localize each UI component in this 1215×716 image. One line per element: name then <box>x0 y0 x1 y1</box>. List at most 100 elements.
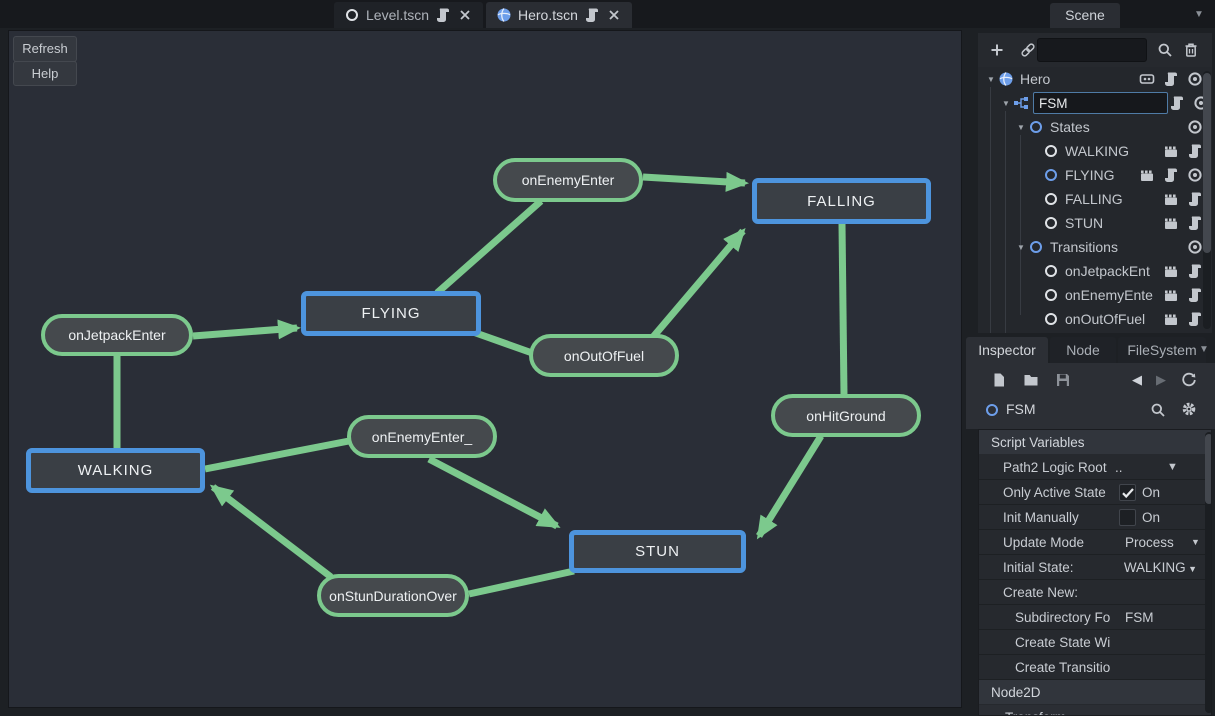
inspector-section-node2d[interactable]: Node2D <box>979 680 1211 705</box>
rename-input[interactable]: FSM <box>1033 92 1168 114</box>
clapper-icon[interactable] <box>1138 167 1155 183</box>
property-value[interactable]: Process <box>1125 534 1174 550</box>
script-icon[interactable] <box>1162 167 1179 183</box>
inspector-tools-gear-icon[interactable] <box>1180 401 1198 417</box>
tree-row-stun[interactable]: STUN <box>978 211 1212 235</box>
property-row: Create State Wi <box>979 630 1211 655</box>
inspector-search-icon[interactable] <box>1149 402 1167 418</box>
tab-filesystem[interactable]: FileSystem <box>1118 337 1206 363</box>
history-back-icon[interactable]: ◀ <box>1132 372 1142 387</box>
inspector-group-transform[interactable]: Transform <box>979 705 1211 715</box>
node-type-icon <box>1043 311 1059 327</box>
trash-icon[interactable] <box>1182 42 1200 58</box>
clapper-icon[interactable] <box>1162 263 1179 279</box>
tree-row-hero[interactable]: ▼ Hero <box>978 67 1212 91</box>
inspector-section-script-variables[interactable]: Script Variables <box>979 430 1211 455</box>
expander-icon[interactable]: ▼ <box>1002 98 1010 108</box>
checkbox[interactable] <box>1119 484 1136 501</box>
eye-icon[interactable] <box>1186 167 1203 183</box>
scene-toolbar <box>978 33 1212 67</box>
scene-file-tab[interactable]: Hero.tscn <box>486 2 632 28</box>
tree-row-fsm[interactable]: ▼ FSM <box>978 91 1212 115</box>
transition-arrow <box>650 227 746 340</box>
scene-file-tab[interactable]: Level.tscn <box>334 2 484 28</box>
transition-line <box>434 198 544 296</box>
fsm-graph-canvas[interactable]: Refresh Help FALLING FLYING WALKING STUN onE… <box>8 30 962 708</box>
tree-row-transitions[interactable]: ▼Transitions <box>978 235 1212 259</box>
script-icon[interactable] <box>1186 215 1203 231</box>
script-icon[interactable] <box>1162 71 1179 87</box>
node-type-icon <box>998 71 1014 87</box>
property-value[interactable]: .. <box>1115 459 1123 475</box>
script-icon[interactable] <box>584 7 600 23</box>
script-icon[interactable] <box>1186 311 1203 327</box>
scene-tab-bar: Level.tscn Hero.tscn <box>0 0 1215 28</box>
new-resource-icon[interactable] <box>990 372 1008 388</box>
transition-node-onstundurationover[interactable]: onStunDurationOver <box>317 574 469 617</box>
expander-icon[interactable]: ▼ <box>1017 242 1025 252</box>
scene-node-icon <box>344 7 360 23</box>
property-value[interactable]: FSM <box>1125 609 1154 625</box>
script-icon[interactable] <box>1186 263 1203 279</box>
state-node-flying[interactable]: FLYING <box>301 291 481 336</box>
instance-link-icon[interactable] <box>1019 42 1037 58</box>
tree-row-onoutoffuel[interactable]: onOutOfFuel <box>978 307 1212 331</box>
eye-icon[interactable] <box>1186 119 1203 135</box>
scene-filter-input[interactable] <box>1037 38 1147 62</box>
tree-guide <box>990 87 991 333</box>
tab-node[interactable]: Node <box>1050 337 1116 363</box>
expander-icon[interactable]: ▼ <box>987 74 995 84</box>
clapper-icon[interactable] <box>1162 215 1179 231</box>
transition-node-onenemyenter[interactable]: onEnemyEnter_ <box>347 415 497 458</box>
graph-edges <box>113 171 848 598</box>
search-icon[interactable] <box>1156 42 1174 58</box>
checkbox[interactable] <box>1119 509 1136 526</box>
transition-node-onenemyenter[interactable]: onEnemyEnter <box>493 158 643 202</box>
script-icon[interactable] <box>435 7 451 23</box>
eye-icon[interactable] <box>1186 71 1203 87</box>
property-value[interactable]: WALKING ▼ <box>1123 559 1197 575</box>
close-icon[interactable] <box>606 7 622 23</box>
clapper-icon[interactable] <box>1162 143 1179 159</box>
state-node-stun[interactable]: STUN <box>569 530 746 573</box>
tree-row-walking[interactable]: WALKING <box>978 139 1212 163</box>
dock-menu-arrow-icon[interactable]: ▼ <box>1199 344 1209 355</box>
tab-inspector[interactable]: Inspector <box>966 337 1048 363</box>
dock-menu-arrow-icon[interactable]: ▼ <box>1194 9 1204 20</box>
state-node-walking[interactable]: WALKING <box>26 448 205 493</box>
script-icon[interactable] <box>1168 95 1185 111</box>
tree-row-onenemyente[interactable]: onEnemyEnte <box>978 283 1212 307</box>
tree-row-onjetpackent[interactable]: onJetpackEnt <box>978 259 1212 283</box>
clapper-icon[interactable] <box>1162 191 1179 207</box>
scene-tree-scrollbar[interactable] <box>1203 71 1211 329</box>
node-label: FALLING <box>1065 191 1123 207</box>
transition-node-onoutoffuel[interactable]: onOutOfFuel <box>529 334 679 377</box>
script-icon[interactable] <box>1186 143 1203 159</box>
add-node-icon[interactable] <box>988 42 1006 58</box>
load-resource-icon[interactable] <box>1022 372 1040 388</box>
clapper-icon[interactable] <box>1162 311 1179 327</box>
tab-scene[interactable]: Scene <box>1050 3 1120 28</box>
expander-icon[interactable]: ▼ <box>1017 122 1025 132</box>
object-history-icon[interactable] <box>1180 372 1198 388</box>
save-resource-icon[interactable] <box>1054 372 1072 388</box>
inspector-object-name: FSM <box>1006 401 1036 417</box>
script-icon[interactable] <box>1186 191 1203 207</box>
tree-row-states[interactable]: ▼States <box>978 115 1212 139</box>
script-icon[interactable] <box>1186 287 1203 303</box>
tree-row-flying[interactable]: FLYING <box>978 163 1212 187</box>
dropdown-arrow-icon[interactable]: ▼ <box>1191 537 1200 547</box>
inspector-scrollbar[interactable] <box>1205 432 1211 713</box>
transition-node-onhitground[interactable]: onHitGround <box>771 394 921 437</box>
clapper-icon[interactable] <box>1162 287 1179 303</box>
state-node-falling[interactable]: FALLING <box>752 178 931 224</box>
close-icon[interactable] <box>457 7 473 23</box>
help-button[interactable]: Help <box>13 61 77 86</box>
eye-icon[interactable] <box>1186 239 1203 255</box>
tree-row-falling[interactable]: FALLING <box>978 187 1212 211</box>
refresh-button[interactable]: Refresh <box>13 36 77 62</box>
transition-node-onjetpackenter[interactable]: onJetpackEnter <box>41 314 193 356</box>
viewport-icon[interactable] <box>1138 71 1155 87</box>
history-forward-icon[interactable]: ▶ <box>1156 372 1166 387</box>
dropdown-arrow-icon[interactable]: ▼ <box>1167 461 1178 473</box>
